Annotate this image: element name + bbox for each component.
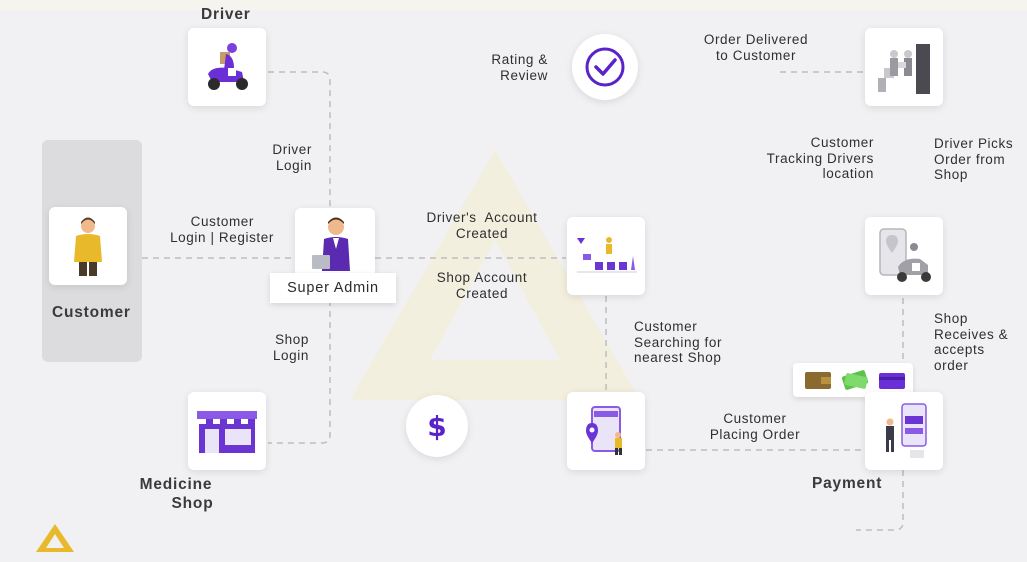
shop-storefront-icon — [197, 411, 257, 453]
dollar-circle: $ — [406, 395, 468, 457]
shop-login-label: Shop Login — [262, 332, 309, 363]
placing-line-2: Placing Order — [709, 426, 801, 442]
cash-icon — [841, 370, 869, 390]
super-admin-label: Super Admin — [270, 273, 396, 303]
placing-line-1: Customer — [723, 411, 787, 426]
payment-methods-box — [793, 363, 913, 397]
customer-title: Customer — [52, 304, 131, 321]
medicine-shop-card[interactable] — [188, 392, 266, 470]
placing-order-label: Customer Placing Order — [700, 411, 810, 442]
delivered-line-2: to Customer — [715, 47, 797, 63]
dashboard-icon — [577, 237, 637, 273]
watermark-logo — [350, 150, 640, 400]
driver-login-line-2: Login — [275, 157, 312, 173]
driver-login-label: Driver Login — [262, 142, 312, 173]
tracking-line-2: Tracking Drivers — [766, 150, 874, 166]
brand-logo — [36, 524, 74, 552]
checkmark-icon — [585, 47, 625, 87]
super-admin-card[interactable] — [295, 208, 375, 278]
shop-account-label: Shop Account Created — [424, 270, 540, 301]
shop-account-line-1: Shop Account — [436, 270, 528, 285]
searching-line-1: Customer — [634, 319, 698, 334]
medicine-shop-line-2: Shop — [171, 495, 214, 512]
wallet-icon — [805, 372, 831, 389]
order-delivered-label: Order Delivered to Customer — [694, 32, 818, 63]
card-icon — [879, 373, 905, 389]
picks-line-1: Driver Picks — [934, 136, 1014, 151]
searching-label: Customer Searching for nearest Shop — [634, 319, 722, 366]
scooter-driver-icon — [208, 43, 248, 90]
delivery-handover-icon — [878, 44, 930, 94]
phone-scooter-icon — [879, 228, 931, 282]
shop-login-line-2: Login — [272, 347, 309, 363]
driver-account-line-2: Created — [455, 225, 509, 241]
dashboard-card[interactable] — [567, 217, 645, 295]
mobile-payment-icon — [886, 403, 927, 458]
medicine-shop-line-1: Medicine — [139, 476, 213, 493]
shop-receives-label: Shop Receives & accepts order — [934, 311, 1008, 373]
payment-title: Payment — [812, 475, 883, 492]
driver-account-label: Driver's Account Created — [415, 210, 549, 241]
driver-account-line-1: Driver's Account — [426, 210, 538, 225]
delivery-card[interactable] — [865, 28, 943, 106]
payment-methods-icons — [805, 370, 905, 390]
top-band — [0, 0, 1027, 10]
driver-picks-label: Driver Picks Order from Shop — [934, 136, 1013, 183]
shop-login-line-1: Shop — [275, 332, 309, 347]
driver-title: Driver — [201, 6, 251, 23]
dollar-icon: $ — [427, 409, 447, 443]
rating-line-1: Rating & — [491, 52, 548, 67]
tracking-line-3: location — [822, 166, 874, 181]
tracking-label: Customer Tracking Drivers location — [752, 135, 874, 182]
receives-line-2: Receives & — [934, 326, 1009, 342]
driver-login-line-1: Driver — [272, 142, 312, 157]
medicine-shop-title: Medicine Shop — [130, 475, 222, 513]
payment-card[interactable] — [865, 392, 943, 470]
receives-line-1: Shop — [934, 311, 968, 326]
customer-login-label: Customer Login | Register — [160, 214, 274, 245]
customer-person-icon — [74, 217, 102, 276]
receives-line-4: order — [934, 357, 969, 373]
rating-line-2: Review — [500, 67, 548, 83]
tracking-line-1: Customer — [810, 135, 874, 150]
customer-login-line-1: Customer — [190, 214, 254, 229]
customer-card[interactable] — [49, 207, 127, 285]
shop-account-line-2: Created — [455, 285, 509, 301]
admin-person-icon — [312, 217, 350, 271]
driver-card[interactable] — [188, 28, 266, 106]
searching-line-3: nearest Shop — [634, 350, 722, 365]
delivered-line-1: Order Delivered — [703, 32, 809, 47]
searching-line-2: Searching for — [634, 334, 723, 350]
picks-line-2: Order from — [934, 151, 1006, 167]
shop-location-icon — [586, 406, 622, 455]
customer-login-line-2: Login | Register — [170, 229, 274, 245]
shop-search-card[interactable] — [567, 392, 645, 470]
picks-line-3: Shop — [934, 167, 968, 182]
rating-circle — [572, 34, 638, 100]
receives-line-3: accepts — [934, 342, 985, 357]
tracking-card[interactable] — [865, 217, 943, 295]
rating-label: Rating & Review — [478, 52, 548, 83]
